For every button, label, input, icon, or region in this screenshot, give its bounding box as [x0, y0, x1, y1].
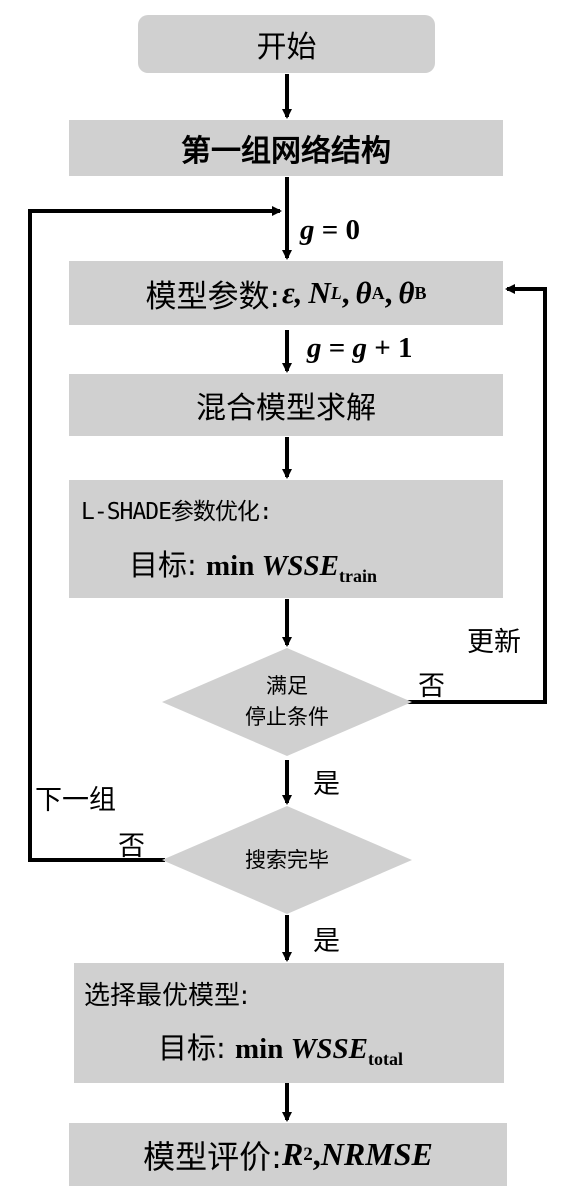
select-goal: 目标: min WSSEtotal [158, 1025, 403, 1070]
params-theta-a-sub: A [371, 282, 385, 303]
lshade-goal-var: WSSE [261, 550, 339, 582]
decision-search-diamond [162, 806, 412, 914]
params-theta-a: θ [355, 275, 372, 310]
loop-next-group-arrow [28, 206, 282, 862]
hybrid-solve-label: 混合模型求解 [196, 391, 376, 426]
eval-sep: , [312, 1136, 321, 1172]
params-label: 模型参数: [145, 278, 280, 315]
edge-ginc-var: g [307, 332, 322, 364]
lshade-node: L-SHADE参数优化: 目标: min WSSEtrain [69, 480, 503, 598]
decision-search-text: 搜索完毕 [212, 845, 362, 876]
eval-r: R [281, 1136, 304, 1172]
params-n-sub: L [330, 282, 342, 303]
decision-stop-diamond [162, 648, 412, 756]
loop-update-arrow [407, 284, 547, 704]
decision-stop-line1: 满足 [266, 674, 308, 698]
edge-label-no-search: 否 [118, 831, 145, 862]
select-goal-var: WSSE [290, 1033, 368, 1065]
params-n-sep: , [341, 275, 350, 310]
params-theta-a-sep: , [384, 275, 393, 310]
edge-ginc-rest: + 1 [367, 332, 413, 364]
decision-stop-text: 满足 停止条件 [212, 671, 362, 733]
decision-stop-line2: 停止条件 [245, 705, 329, 729]
edge-ginc-mid: = [321, 332, 353, 364]
lshade-goal-label: 目标: [129, 548, 206, 582]
params-theta-b: θ [398, 275, 415, 310]
lshade-title: L-SHADE参数优化: [81, 499, 273, 525]
edge-label-yes-search: 是 [313, 926, 340, 957]
select-goal-min: min [235, 1033, 291, 1065]
edge-ginc-var2: g [352, 332, 368, 364]
edge-label-g0: g = 0 [300, 214, 360, 247]
hybrid-solve-node: 混合模型求解 [69, 374, 503, 436]
edge-label-update: 更新 [467, 627, 521, 658]
eval-r-sup: 2 [303, 1143, 313, 1165]
edge-label-ginc: g = g + 1 [307, 332, 413, 365]
select-goal-sub: total [367, 1049, 403, 1069]
first-structure-label: 第一组网络结构 [181, 134, 391, 169]
lshade-goal: 目标: min WSSEtrain [129, 542, 377, 587]
params-n: N [308, 275, 331, 310]
edge-g0-rest: = 0 [314, 214, 361, 246]
edge-label-yes-stop: 是 [313, 769, 340, 800]
params-epsilon: ε, [281, 275, 303, 310]
edge-g0-var: g [300, 214, 315, 246]
eval-label: 模型评价: [143, 1137, 282, 1176]
edge-label-next-group: 下一组 [35, 785, 116, 816]
lshade-goal-min: min [206, 550, 262, 582]
first-structure-node: 第一组网络结构 [69, 120, 503, 176]
edge-label-no-stop: 否 [418, 671, 445, 702]
decision-search-label: 搜索完毕 [245, 848, 329, 872]
lshade-goal-sub: train [338, 566, 377, 586]
select-title: 选择最优模型: [84, 981, 249, 1011]
start-node: 开始 [138, 15, 435, 73]
eval-nrmse: NRMSE [320, 1136, 433, 1172]
params-theta-b-sub: B [414, 282, 427, 303]
start-label: 开始 [256, 30, 317, 65]
select-node: 选择最优模型: 目标: min WSSEtotal [74, 963, 504, 1083]
select-goal-label: 目标: [158, 1031, 235, 1065]
